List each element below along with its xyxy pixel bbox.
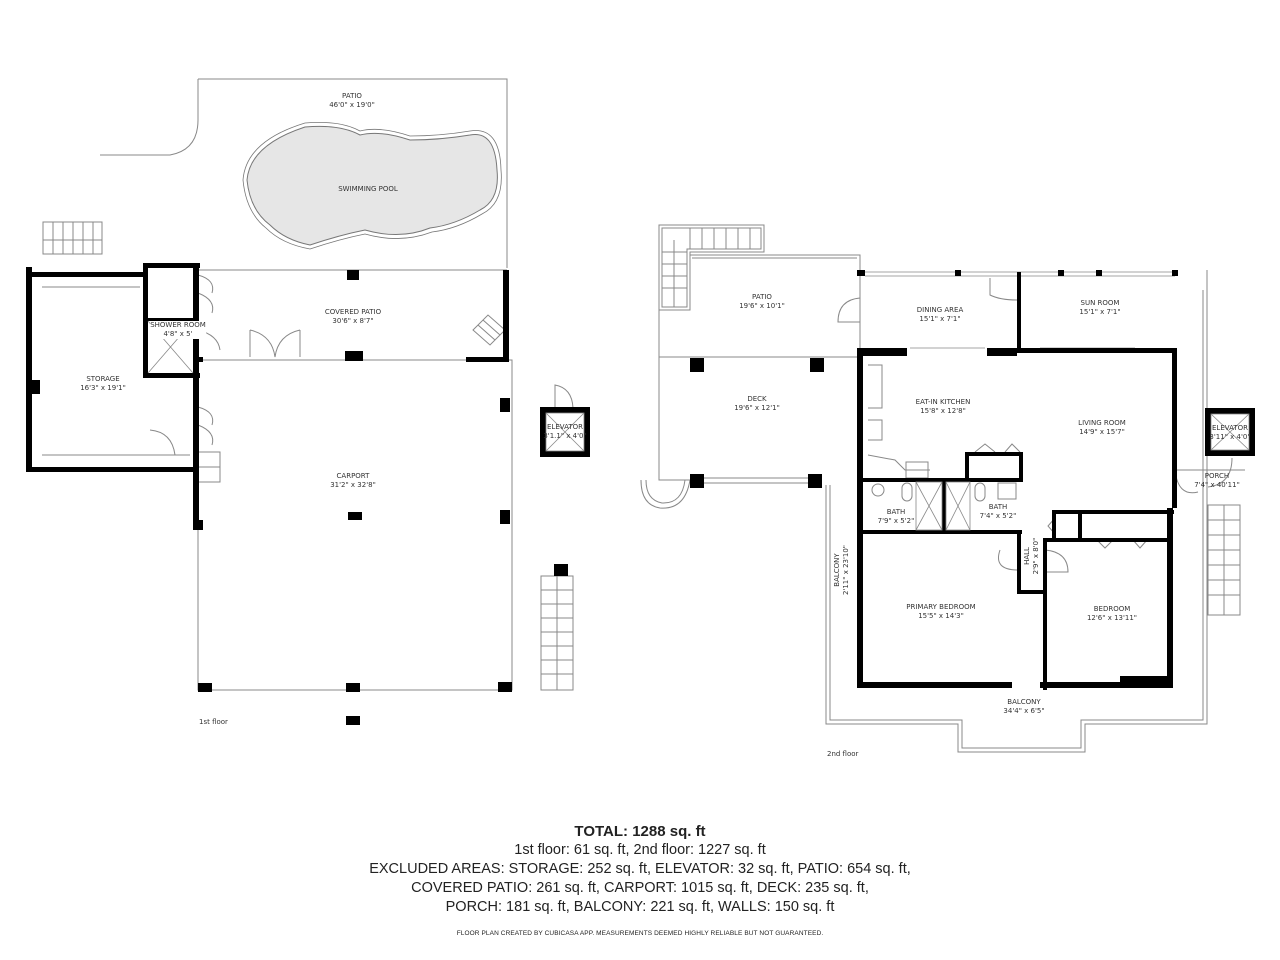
- swimming-pool: [246, 125, 498, 246]
- patio-outline: [100, 78, 508, 268]
- excluded-areas-2: COVERED PATIO: 261 sq. ft, CARPORT: 1015…: [411, 880, 869, 896]
- room-label-swimming-pool: SWIMMING POOL: [338, 185, 398, 193]
- excluded-areas-1: EXCLUDED AREAS: STORAGE: 252 sq. ft, ELE…: [369, 861, 911, 877]
- total-area: TOTAL: 1288 sq. ft: [574, 823, 706, 840]
- floor-areas: 1st floor: 61 sq. ft, 2nd floor: 1227 sq…: [514, 842, 766, 858]
- disclaimer: FLOOR PLAN CREATED BY CUBICASA APP. MEAS…: [456, 930, 824, 937]
- carport-outline: [197, 359, 513, 691]
- area-summary: TOTAL: 1288 sq. ft 1st floor: 61 sq. ft,…: [0, 822, 1280, 937]
- excluded-areas-3: PORCH: 181 sq. ft, BALCONY: 221 sq. ft, …: [445, 899, 835, 915]
- floor-label-2nd: 2nd floor: [827, 750, 859, 758]
- floor-label-1st: 1st floor: [199, 718, 228, 726]
